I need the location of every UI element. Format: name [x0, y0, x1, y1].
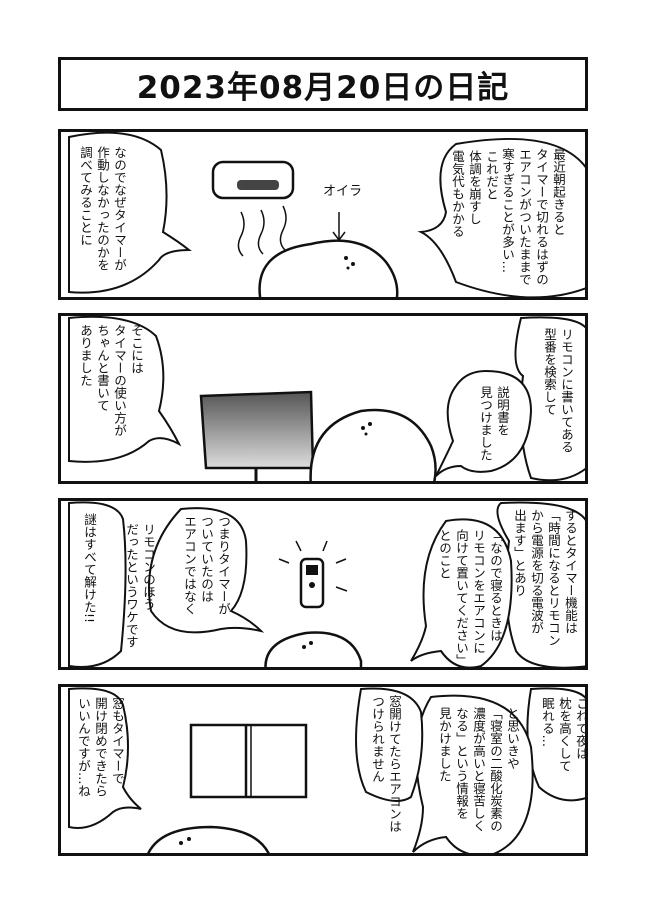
- blob-character: [309, 408, 437, 481]
- speech-text: そこには タイマーの使い方が ちゃんと書いて ありました: [78, 324, 144, 437]
- speech-bubble: [412, 694, 534, 853]
- speech-text: 窓もタイマーで 開け閉めできたら いいんですが…ね: [76, 697, 125, 797]
- speech-text: 窓開けてたらエアコンは つけられません: [370, 695, 402, 833]
- speech-text: 説明書を 見つけました: [478, 386, 510, 461]
- panel-1-art: [68, 132, 585, 297]
- panel-2-art: [68, 316, 585, 481]
- speech-bubble: [68, 316, 182, 463]
- panel-4-art: [68, 687, 585, 853]
- comic-panel-3: するとタイマー機能は 「時間になるとリモコン から電源を切る電波が 出ます」とあ…: [58, 498, 588, 670]
- comic-panel-1: オイラ 最近朝起きると タイマーで切れるはずの エアコンがついたままで 寒すぎる…: [58, 129, 588, 300]
- speech-text: 謎はすべて解けた!!: [82, 513, 97, 624]
- diary-title-box: 2023年08月20日の日記: [58, 57, 588, 111]
- speech-text: リモコンに書いてある 型番を検索して: [542, 328, 574, 453]
- arrow: [332, 212, 346, 242]
- speech-bubble: [496, 501, 585, 667]
- remote-control-drawing: [278, 540, 348, 609]
- speech-bubble: [355, 687, 424, 802]
- panel-3-art: [68, 501, 585, 667]
- diary-title: 2023年08月20日の日記: [136, 69, 510, 106]
- speech-bubble: [417, 137, 585, 297]
- blob-character: [264, 631, 363, 667]
- blob-character: [147, 825, 270, 853]
- speech-text: つまりタイマーが ついていたのは エアコンではなく: [182, 515, 231, 615]
- speech-text: これだと 体調を崩すし 電気代もかかる: [450, 150, 499, 238]
- speech-text: リモコンのほう だったというワケです: [124, 523, 156, 648]
- speech-text: 「なので寝るときは リモコンをエアコンに 向けて置いてください」 とのこと: [437, 529, 503, 667]
- air-conditioner-drawing: [211, 160, 295, 257]
- speech-bubble: [148, 507, 265, 634]
- blob-character: [258, 239, 399, 297]
- speech-bubble: [68, 501, 127, 667]
- speech-bubble: [68, 132, 192, 294]
- speech-bubble: [435, 369, 533, 477]
- speech-text: なのでなぜタイマーが 作動しなかったのかを 調べてみることに: [78, 146, 127, 271]
- speech-text: これで夜は 枕を高くして 眠れる…: [540, 697, 588, 772]
- speech-bubble: [514, 316, 585, 481]
- monitor-drawing: [199, 390, 315, 481]
- comic-panel-4: これで夜は 枕を高くして 眠れる… と思いきや 「寝室の二酸化炭素の 濃度が高い…: [58, 684, 588, 856]
- window-drawing: [189, 723, 308, 799]
- comic-panel-2: リモコンに書いてある 型番を検索して 説明書を 見つけました そこには タイマー…: [58, 313, 588, 484]
- sound-effect-text: オイラ: [323, 184, 363, 199]
- speech-text: するとタイマー機能は 「時間になるとリモコン から電源を切る電波が 出ます」とあ…: [512, 509, 578, 647]
- speech-bubble: [410, 518, 513, 667]
- speech-bubble: [68, 687, 142, 829]
- speech-text: と思いきや 「寝室の二酸化炭素の 濃度が高いと寝苦しく なる」という情報を 見か…: [437, 707, 520, 832]
- speech-text: 最近朝起きると タイマーで切れるはずの エアコンがついたままで 寒すぎることが多…: [500, 148, 566, 286]
